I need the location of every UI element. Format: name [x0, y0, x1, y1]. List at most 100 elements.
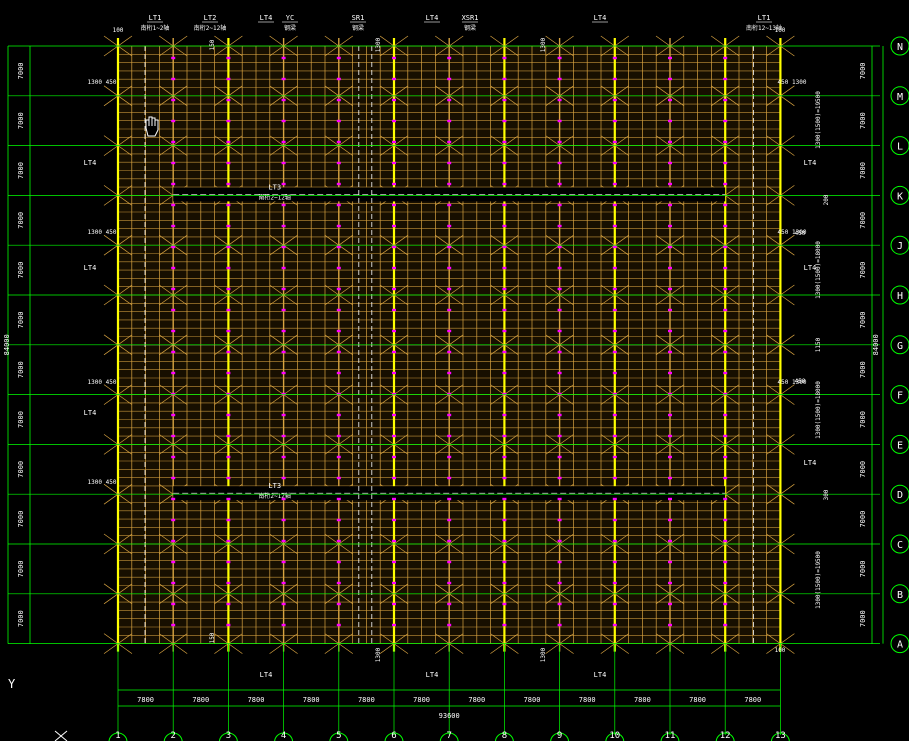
brace: [545, 334, 560, 346]
brace: [724, 185, 740, 196]
brace: [545, 434, 560, 445]
brace: [448, 95, 464, 107]
grid-bubble-H[interactable]: [890, 285, 909, 305]
brace: [710, 45, 726, 57]
brace: [338, 543, 354, 555]
purlin-point: [668, 224, 672, 228]
purlin-point: [723, 518, 728, 522]
purlin-point: [447, 119, 452, 123]
dim-right-bay: 7000: [859, 511, 867, 528]
purlin-point: [723, 266, 728, 270]
purlin-point: [612, 581, 617, 585]
brace: [559, 294, 574, 306]
brace: [545, 45, 560, 57]
brace: [117, 45, 133, 57]
purlin-point: [226, 203, 231, 207]
grid-bubble-N[interactable]: [890, 36, 909, 56]
grid-bubble-col-1[interactable]: [108, 732, 128, 741]
brace: [158, 593, 174, 605]
purlin-point: [723, 287, 728, 291]
purlin-point: [336, 224, 341, 228]
grid-bubble-L[interactable]: [890, 136, 909, 156]
purlin-point: [447, 581, 452, 585]
purlin-point: [336, 350, 341, 354]
brace: [724, 195, 740, 206]
grid-bubble-col-5[interactable]: [329, 732, 349, 741]
purlin-point: [557, 161, 562, 165]
brace: [117, 643, 133, 654]
purlin-point: [392, 224, 396, 228]
purlin-point: [226, 287, 231, 291]
brace: [324, 583, 340, 595]
brace: [379, 344, 395, 356]
hand-cursor-icon[interactable]: [145, 116, 159, 137]
purlin-point: [336, 371, 341, 375]
purlin-point: [171, 476, 176, 480]
brace: [559, 284, 574, 296]
grid-bubble-col-8[interactable]: [494, 732, 514, 741]
brace: [117, 533, 133, 545]
brace: [780, 394, 795, 405]
purlin-point: [723, 224, 728, 228]
grid-bubble-col-10[interactable]: [605, 732, 625, 741]
purlin-point: [171, 245, 176, 249]
purlin-point: [668, 98, 672, 102]
grid-bubble-col-6[interactable]: [384, 732, 404, 741]
grid-bubble-B[interactable]: [890, 584, 909, 604]
brace: [710, 593, 726, 605]
brace: [490, 85, 505, 97]
purlin-point: [723, 560, 728, 564]
grid-label-E: E: [897, 440, 903, 451]
grid-bubble-col-3[interactable]: [218, 732, 238, 741]
dim-right-bay: 7000: [859, 162, 867, 179]
purlin-point: [502, 308, 507, 312]
brace: [545, 633, 560, 644]
grid-bubble-col-11[interactable]: [660, 732, 680, 741]
purlin-point: [723, 119, 728, 123]
purlin-point: [226, 308, 231, 312]
purlin-point: [502, 371, 507, 375]
purlin-point: [392, 581, 396, 585]
brace: [228, 244, 243, 256]
grid-bubble-col-2[interactable]: [163, 732, 183, 741]
brace: [228, 45, 243, 57]
grid-bubble-F[interactable]: [890, 385, 909, 405]
grid-bubble-G[interactable]: [890, 335, 909, 355]
grid-bubble-C[interactable]: [890, 534, 909, 554]
grid-bubble-J[interactable]: [890, 235, 909, 255]
purlin-point: [392, 602, 396, 606]
grid-bubble-D[interactable]: [890, 484, 909, 504]
grid-bubble-col-7[interactable]: [439, 732, 459, 741]
brace: [614, 633, 630, 644]
grid-bubble-M[interactable]: [890, 86, 909, 106]
purlin-point: [392, 560, 396, 564]
brace: [766, 234, 781, 246]
brace: [214, 384, 229, 395]
purlin-point: [226, 371, 231, 375]
grid-label-col-2: 2: [170, 731, 175, 741]
brace: [766, 543, 781, 555]
brace: [103, 35, 119, 47]
brace: [172, 444, 188, 455]
brace: [379, 85, 395, 97]
brace: [559, 394, 574, 405]
brace: [283, 543, 298, 555]
brace: [600, 434, 616, 445]
grid-bubble-E[interactable]: [890, 434, 909, 454]
brace: [504, 244, 519, 256]
brace: [379, 444, 395, 455]
grid-bubble-col-9[interactable]: [550, 732, 570, 741]
brace: [614, 334, 630, 346]
brace: [158, 45, 174, 57]
brace: [338, 583, 354, 595]
grid-bubble-col-13[interactable]: [770, 732, 790, 741]
brace: [490, 234, 505, 246]
grid-bubble-col-12[interactable]: [715, 732, 735, 741]
brace: [214, 394, 229, 405]
grid-bubble-col-4[interactable]: [274, 732, 294, 741]
brace: [117, 145, 133, 156]
grid-bubble-K[interactable]: [890, 185, 909, 205]
grid-bubble-A[interactable]: [890, 634, 909, 654]
grid-label-H: H: [897, 291, 903, 302]
